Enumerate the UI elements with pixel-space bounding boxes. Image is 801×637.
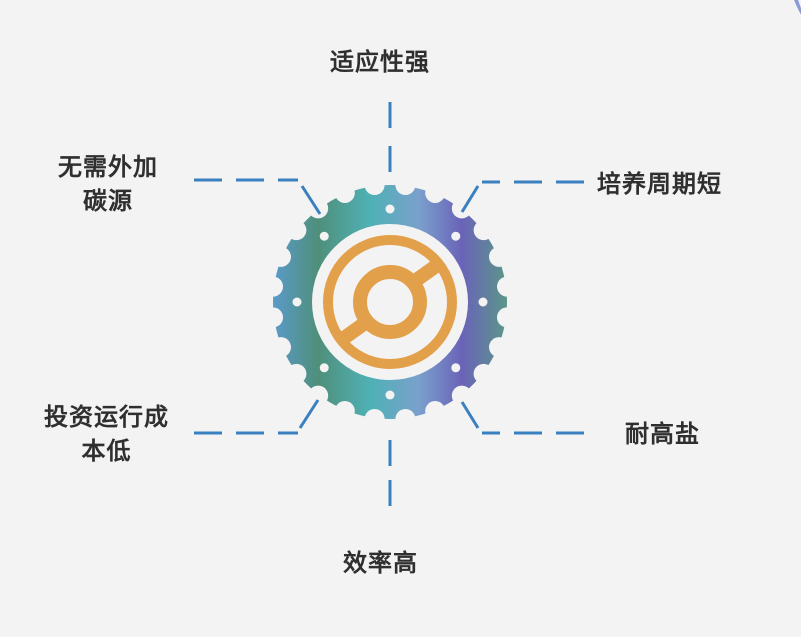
feature-upper-left: 无需外加 碳源 — [58, 150, 158, 218]
eye-symbol-icon — [323, 235, 457, 369]
feature-top: 适应性强 — [330, 45, 430, 79]
feature-upper-right: 培养周期短 — [597, 167, 722, 201]
feature-label-line: 碳源 — [83, 187, 133, 215]
feature-bottom: 效率高 — [343, 546, 418, 580]
feature-lower-left: 投资运行成 本低 — [44, 400, 169, 468]
feature-label-line: 投资运行成 — [44, 403, 169, 431]
gear-icon — [270, 182, 510, 422]
feature-lower-right: 耐高盐 — [625, 417, 700, 451]
feature-label-line: 适应性强 — [330, 48, 430, 76]
feature-label-line: 无需外加 — [58, 153, 158, 181]
feature-label-line: 效率高 — [343, 549, 418, 577]
feature-label-line: 本低 — [81, 437, 132, 465]
feature-label-line: 培养周期短 — [597, 170, 722, 198]
feature-label-line: 耐高盐 — [625, 420, 700, 448]
